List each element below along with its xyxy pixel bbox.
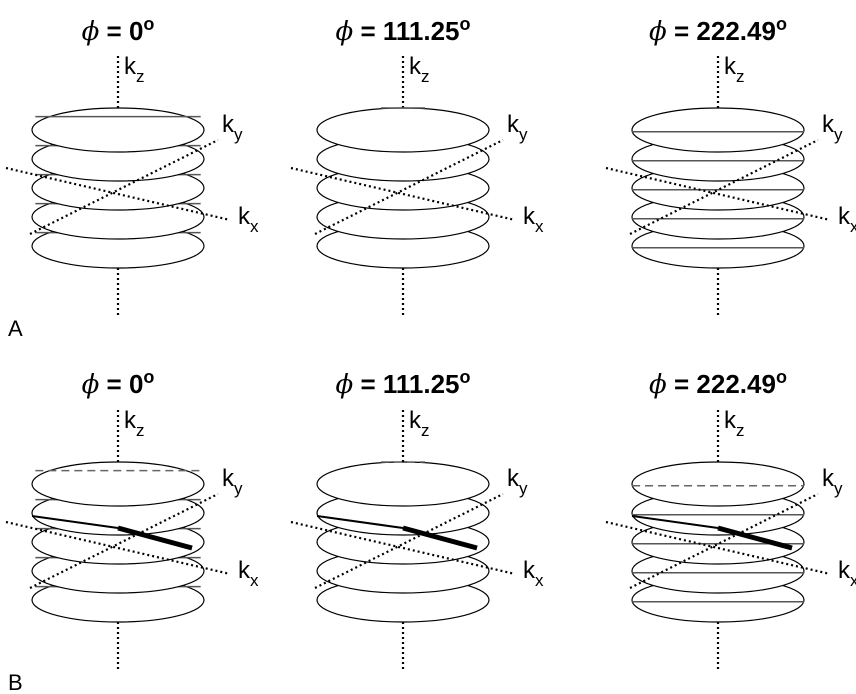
highlighted-spoke-left <box>631 515 719 529</box>
phi-title: ϕ = 0o <box>82 14 155 47</box>
subplot-a-3: ϕ = 222.49o kz ky kx <box>605 14 856 318</box>
kz-label: kz <box>409 407 430 440</box>
ky-label: ky <box>822 111 843 144</box>
ky-label: ky <box>822 465 843 498</box>
phi-title: ϕ = 222.49o <box>649 14 787 47</box>
ky-axis <box>314 493 504 589</box>
ky-axis <box>629 139 819 235</box>
kz-label: kz <box>124 407 145 440</box>
kz-label: kz <box>409 53 430 86</box>
kz-label: kz <box>724 53 745 86</box>
kz-plane-disc <box>316 461 490 507</box>
kx-axis <box>605 166 831 222</box>
kz-plane-disc <box>31 107 205 153</box>
kz-plane-disc <box>631 107 805 153</box>
ky-label: ky <box>222 111 243 144</box>
ky-label: ky <box>507 465 528 498</box>
subplot-b-2: ϕ = 111.25o kz ky kx <box>290 367 544 672</box>
ky-axis <box>29 139 219 235</box>
kz-label: kz <box>124 53 145 86</box>
phi-title: ϕ = 222.49o <box>649 367 787 400</box>
subplot-b-1: ϕ = 0o kz ky kx <box>5 367 259 672</box>
highlighted-spoke-left <box>31 515 119 529</box>
panel-letter-b: B <box>8 670 23 694</box>
kz-plane-disc <box>31 461 205 507</box>
kx-label: kx <box>838 203 856 236</box>
kx-label: kx <box>523 557 544 590</box>
kz-plane-disc <box>631 461 805 507</box>
panel-letter-a: A <box>8 316 23 341</box>
kz-label: kz <box>724 407 745 440</box>
phi-title: ϕ = 111.25o <box>335 14 470 47</box>
ky-label: ky <box>222 465 243 498</box>
subplot-b-3: ϕ = 222.49o kz ky kx <box>605 367 856 672</box>
kx-axis <box>605 520 831 576</box>
subplot-a-2: ϕ = 111.25o kz ky kx <box>290 14 544 318</box>
kx-axis <box>5 166 231 222</box>
kx-label: kx <box>238 203 259 236</box>
kx-label: kx <box>838 557 856 590</box>
highlighted-spoke-left <box>316 515 404 529</box>
ky-axis <box>29 493 219 589</box>
kx-axis <box>290 166 516 222</box>
highlighted-spoke <box>402 525 478 551</box>
highlighted-spoke <box>717 525 793 551</box>
kx-axis <box>5 520 231 576</box>
highlighted-spoke <box>117 525 193 551</box>
ky-label: ky <box>507 111 528 144</box>
phi-title: ϕ = 111.25o <box>335 367 470 400</box>
ky-axis <box>314 139 504 235</box>
subplot-a-1: ϕ = 0o kz ky kx <box>5 14 259 318</box>
phi-title: ϕ = 0o <box>82 367 155 400</box>
kx-label: kx <box>238 557 259 590</box>
kx-axis <box>290 520 516 576</box>
ky-axis <box>629 493 819 589</box>
kz-plane-disc <box>316 107 490 153</box>
kx-label: kx <box>523 203 544 236</box>
